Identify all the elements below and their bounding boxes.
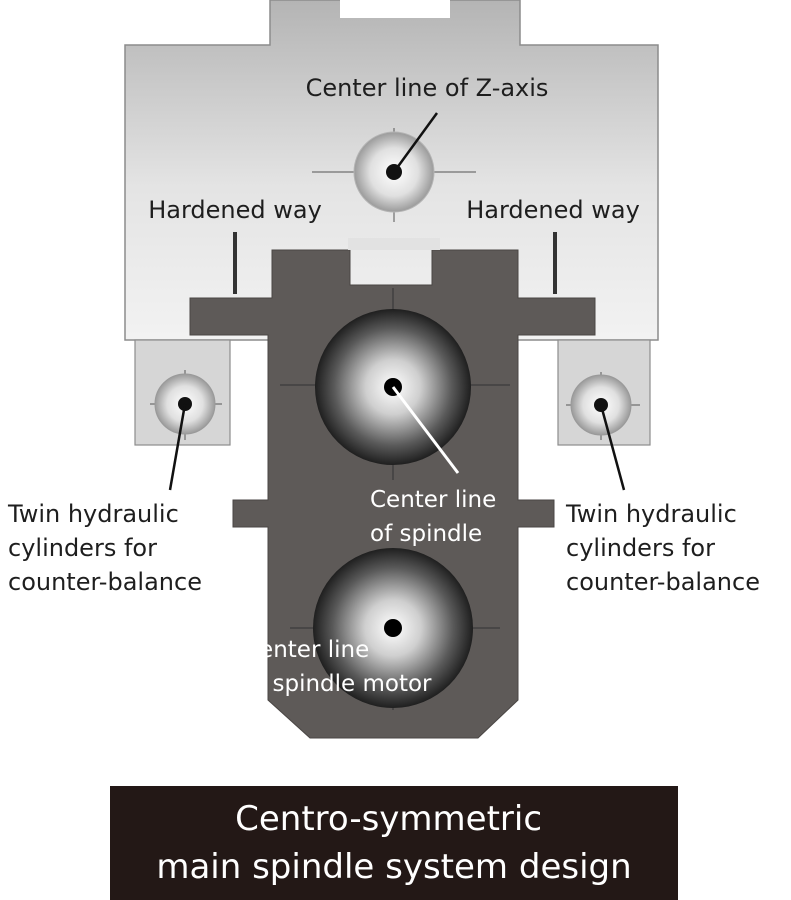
- hardened-way-left-label: Hardened way: [148, 196, 322, 224]
- right-cylinder-label: Twin hydraulic cylinders for counter-bal…: [565, 500, 760, 596]
- spindle-motor-circle: [290, 548, 500, 710]
- caption-box: Centro-symmetric main spindle system des…: [110, 786, 678, 900]
- caption-title: Centro-symmetric main spindle system des…: [156, 799, 631, 887]
- spindle-label: Center line of spindle: [370, 487, 504, 547]
- left-cylinder-label: Twin hydraulic cylinders for counter-bal…: [7, 500, 202, 596]
- z-axis-leader: [392, 112, 439, 173]
- spindle-leader: [391, 386, 460, 474]
- right-cylinder-leader: [599, 404, 626, 491]
- left-way-guide: [233, 232, 237, 294]
- hardened-way-right-label: Hardened way: [466, 196, 640, 224]
- right-way-guide: [553, 232, 557, 294]
- spindle-head: [189, 238, 596, 739]
- spindle-motor-label: Center line of spindle motor: [243, 637, 432, 697]
- left-cylinder-leader: [168, 403, 187, 491]
- z-axis-label: Center line of Z-axis: [306, 74, 549, 102]
